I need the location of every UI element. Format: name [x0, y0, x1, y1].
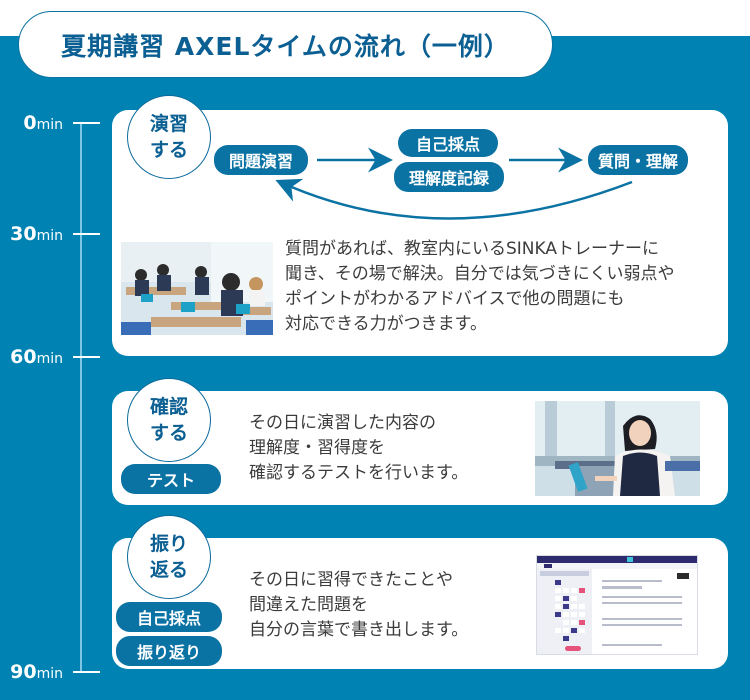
timeline-tick-30 — [73, 233, 100, 235]
step-card-practice: 問題演習 自己採点 理解度記録 質問・理解 — [112, 110, 728, 356]
flow-step-question-understand: 質問・理解 — [588, 145, 688, 175]
step-badge-confirm: 確認する — [127, 378, 211, 462]
step-badge-practice: 演習する — [127, 95, 211, 179]
tag-reflection: 振り返り — [116, 636, 222, 666]
student-with-tablet-photo — [535, 401, 700, 496]
flow-step-understanding-record: 理解度記録 — [394, 162, 504, 192]
timeline-tick-60 — [73, 356, 100, 358]
review-description: その日に習得できたことや 間違えた問題を 自分の言葉で書き出します。 — [249, 570, 469, 640]
page-title: 夏期講習 AXELタイムの流れ（一例） — [18, 11, 553, 78]
timeline-label-60: 60min — [10, 346, 63, 368]
timeline-label-90: 90min — [10, 661, 63, 683]
step-badge-review: 振り返る — [127, 515, 211, 599]
tag-self-grading: 自己採点 — [116, 602, 222, 632]
flow-step-self-grading: 自己採点 — [398, 129, 498, 157]
flow-arrows-icon — [275, 147, 633, 220]
confirm-description: その日に演習した内容の 理解度・習得度を 確認するテストを行います。 — [249, 413, 469, 483]
classroom-students-photo — [121, 242, 273, 335]
timeline-line — [80, 123, 82, 672]
practice-description: 質問があれば、教室内にいるSINKAトレーナーに 聞き、その場で解決。自分では気… — [285, 239, 675, 334]
timeline-label-30: 30min — [10, 223, 63, 245]
step-card-confirm: テスト その日に演習した内容の 理解度・習得度を 確認するテストを行います。 — [112, 391, 728, 505]
timeline-tick-0 — [73, 122, 100, 124]
timeline-label-0: 0min — [23, 112, 63, 134]
tag-test: テスト — [121, 464, 221, 494]
app-screenshot — [536, 555, 698, 655]
step-card-review: 自己採点 振り返り その日に習得できたことや 間違えた問題を 自分の言葉で書き出… — [112, 538, 728, 669]
timeline-tick-90 — [73, 671, 100, 673]
flow-step-problem-practice: 問題演習 — [214, 145, 308, 175]
page-title-text: 夏期講習 AXELタイムの流れ（一例） — [61, 31, 510, 61]
